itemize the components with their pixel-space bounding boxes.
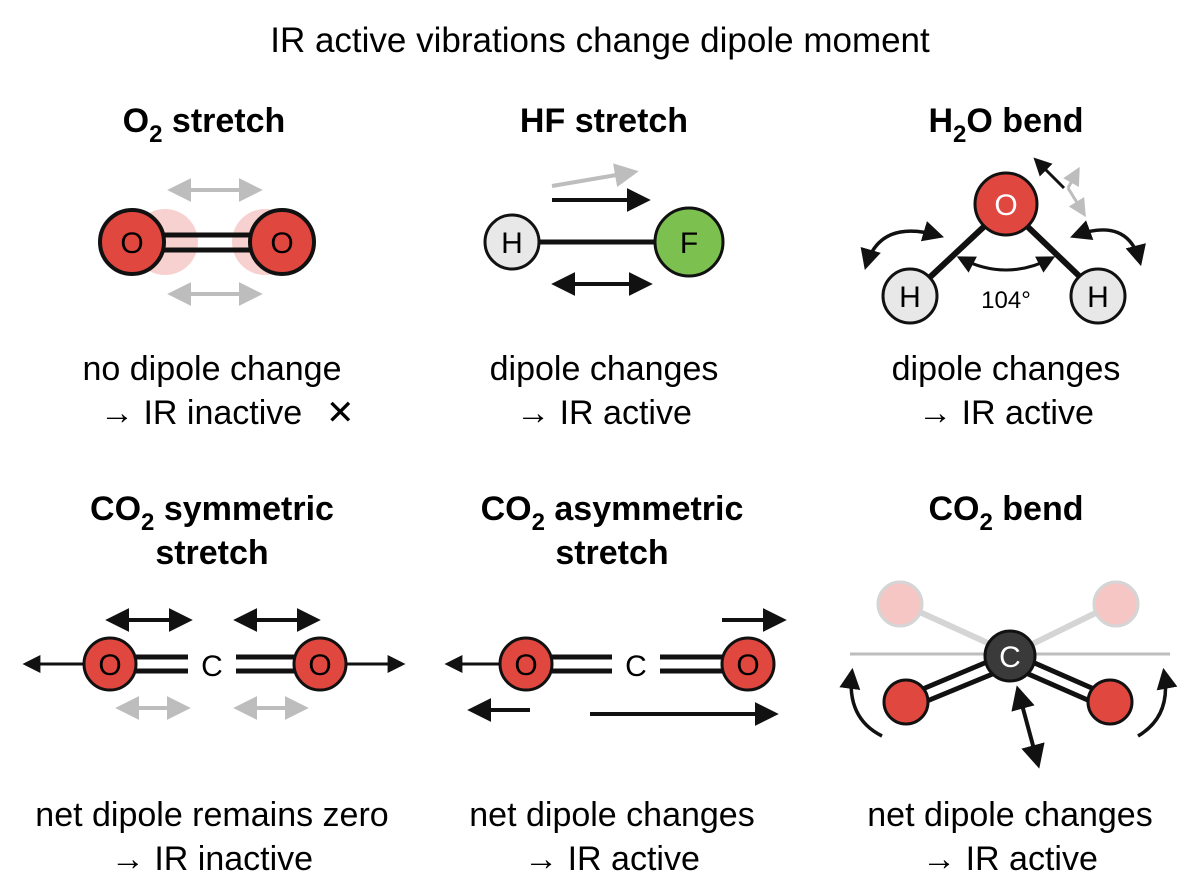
curved-arrow-right bbox=[1070, 220, 1146, 267]
atom-label-carbon: C bbox=[625, 650, 647, 683]
atom-label-carbon: C bbox=[201, 650, 223, 683]
atom-label: O bbox=[994, 189, 1017, 222]
atom-label: C bbox=[999, 641, 1021, 674]
atom-label: O bbox=[98, 649, 121, 682]
panel-o2-stretch: O2 stretch O O no dipole change → IR ina… bbox=[82, 102, 354, 432]
atom-label: O bbox=[514, 649, 537, 682]
panel-title-co2-sym-line2: stretch bbox=[155, 534, 268, 572]
oxygen-atom-left bbox=[498, 636, 554, 692]
panel-title-co2-sym: CO2 symmetric bbox=[90, 490, 334, 536]
panel-title-h2o: H2O bend bbox=[928, 102, 1083, 148]
carbon-atom bbox=[983, 629, 1037, 683]
panel-co2-symmetric: CO2 symmetric stretch O C O net dipole r… bbox=[22, 490, 406, 878]
atom-label: H bbox=[899, 281, 921, 314]
oxygen-atom-left bbox=[98, 208, 166, 276]
caption-co2-bend-line2: → IR active bbox=[922, 840, 1098, 878]
caption-o2-line1: no dipole change bbox=[82, 350, 341, 388]
atom-label: O bbox=[308, 649, 331, 682]
panel-co2-asymmetric: CO2 asymmetric stretch O C O net dipole … bbox=[444, 490, 787, 878]
arrow-diagonal bbox=[1033, 157, 1066, 190]
caption-hf-line2: → IR active bbox=[516, 394, 692, 432]
atom-label: H bbox=[501, 227, 523, 260]
cross-icon: ✕ bbox=[326, 394, 355, 432]
caption-h2o-line1: dipole changes bbox=[892, 350, 1121, 388]
oxygen-atom-right bbox=[720, 636, 776, 692]
main-title: IR active vibrations change dipole momen… bbox=[270, 21, 930, 60]
oxygen-atom bbox=[973, 171, 1039, 237]
hydrogen-atom-right bbox=[1069, 267, 1127, 325]
panel-title-co2-asym: CO2 asymmetric bbox=[481, 490, 744, 536]
caption-h2o-line2: → IR active bbox=[918, 394, 1094, 432]
ghost-configuration bbox=[876, 580, 1140, 657]
atom-label: H bbox=[1087, 281, 1109, 314]
panel-title-o2: O2 stretch bbox=[123, 102, 286, 148]
ghost-oxygen-left bbox=[876, 580, 924, 628]
caption-co2-asym-line1: net dipole changes bbox=[469, 796, 754, 834]
caption-hf-line1: dipole changes bbox=[490, 350, 719, 388]
panel-title-co2-asym-line2: stretch bbox=[555, 534, 668, 572]
ghost-oxygen-right bbox=[1092, 580, 1140, 628]
angle-label: 104° bbox=[981, 287, 1031, 314]
panel-h2o-bend: H2O bend O H H 104° dipole changes → IR … bbox=[860, 102, 1146, 432]
ghost-arrow-diagonal bbox=[1066, 187, 1086, 218]
atom-label: O bbox=[736, 649, 759, 682]
panel-title-hf: HF stretch bbox=[520, 102, 688, 140]
curved-arrow-left bbox=[839, 667, 883, 738]
ghost-arrow-diagonal bbox=[1063, 166, 1080, 189]
atom-label: O bbox=[120, 227, 143, 260]
oxygen-atom-right bbox=[1086, 678, 1134, 726]
ghost-arrow bbox=[551, 163, 639, 188]
hydrogen-atom bbox=[483, 213, 541, 271]
caption-co2-bend-line1: net dipole changes bbox=[867, 796, 1152, 834]
panel-title-co2-bend: CO2 bend bbox=[928, 490, 1083, 536]
oxygen-atom-left bbox=[82, 636, 138, 692]
caption-co2-asym-line2: → IR active bbox=[524, 840, 700, 878]
angle-arc bbox=[956, 256, 1056, 273]
hydrogen-atom-left bbox=[881, 267, 939, 325]
oxygen-atom-right bbox=[248, 208, 316, 276]
caption-co2-sym-line2: → IR inactive bbox=[111, 840, 313, 878]
atom-label: F bbox=[680, 227, 698, 260]
fluorine-atom bbox=[653, 206, 725, 278]
curved-arrow-left bbox=[860, 221, 945, 271]
panel-hf-stretch: HF stretch H F dipole changes → IR activ… bbox=[483, 102, 725, 432]
arrow-double-vertical bbox=[1011, 685, 1045, 769]
oxygen-atom-left bbox=[882, 678, 930, 726]
panel-co2-bend: CO2 bend C net dipole changes → IR activ… bbox=[839, 490, 1178, 878]
caption-o2-line2: → IR inactive bbox=[100, 394, 302, 432]
caption-co2-sym-line1: net dipole remains zero bbox=[35, 796, 388, 834]
atom-label: O bbox=[270, 227, 293, 260]
oxygen-atom-right bbox=[292, 636, 348, 692]
curved-arrow-right bbox=[1137, 667, 1178, 738]
